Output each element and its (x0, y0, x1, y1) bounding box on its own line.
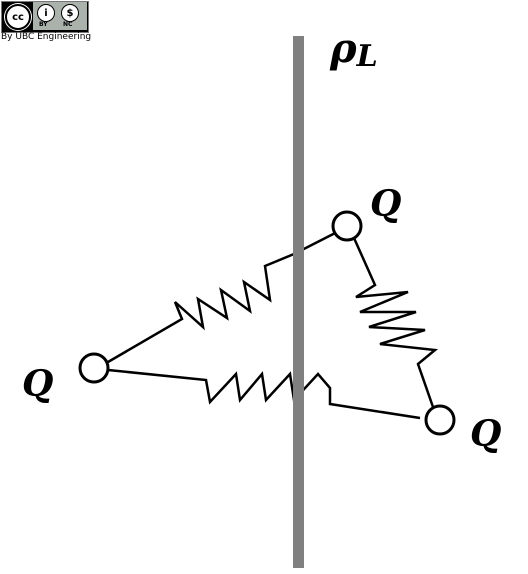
spring-top (107, 225, 348, 364)
badge-by-label: BY (39, 21, 48, 28)
charge-left-circle (78, 352, 110, 384)
cc-license-badge: cc i $ BY NC By UBC Engineering (1, 1, 92, 43)
rho-subscript: L (356, 39, 378, 74)
badge-nc-label: NC (63, 21, 73, 28)
cc-icon: cc (5, 4, 31, 30)
charge-right-circle (424, 404, 456, 436)
dollar-strike-icon: $ (61, 4, 79, 22)
charge-label-left: Q (22, 363, 53, 405)
charge-label-right: Q (470, 413, 501, 455)
badge-caption: By UBC Engineering (1, 32, 92, 42)
spring-right (352, 237, 439, 408)
charge-label-top: Q (370, 183, 401, 225)
charge-top-circle (331, 210, 363, 242)
spring-bottom (107, 368, 421, 420)
rho-symbol: ρ (329, 25, 357, 72)
line-charge-label: ρL (329, 25, 378, 74)
line-charge-rod (293, 36, 304, 568)
person-icon: i (37, 4, 55, 22)
